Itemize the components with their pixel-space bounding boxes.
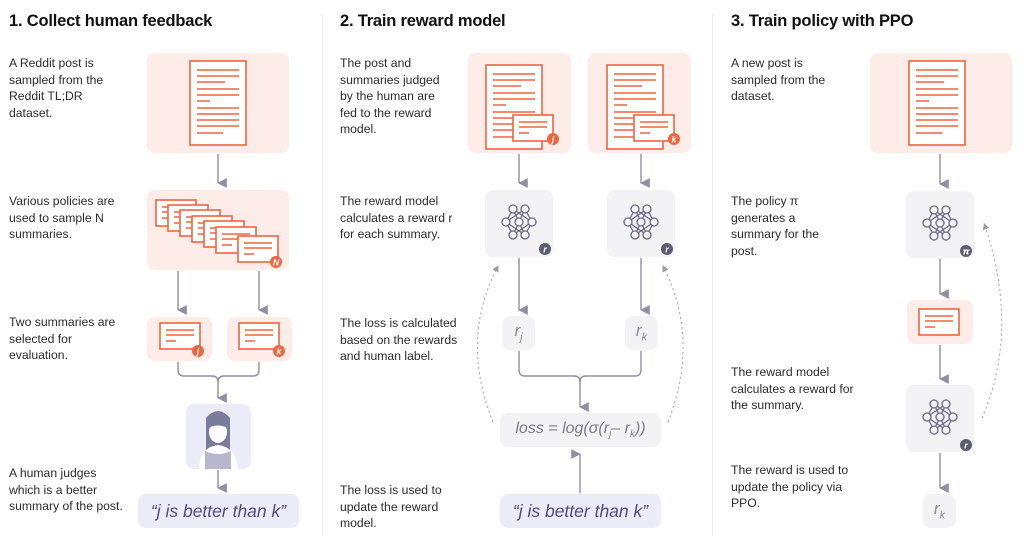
step2-desc-loss: The loss is calculated based on the rewa…: [340, 316, 458, 364]
badge-r: r: [539, 243, 551, 255]
reward-subscript: k: [641, 331, 648, 344]
badge-r: r: [960, 439, 972, 451]
summary-j-card-icon: [159, 322, 201, 350]
svg-text:j: j: [196, 347, 200, 357]
generated-summary-card-icon: [918, 308, 960, 336]
step1-title: 1. Collect human feedback: [9, 12, 213, 30]
step2-judgment-box: [500, 494, 661, 528]
reward-model-neural-net-icon: [501, 204, 537, 240]
step2-desc-calc: The reward model calculates a reward r f…: [340, 194, 453, 242]
svg-text:k: k: [671, 135, 677, 145]
loss-box: [500, 413, 661, 447]
column-divider: [322, 14, 323, 536]
reward-j-box: [502, 316, 535, 350]
step2-title: 2. Train reward model: [340, 12, 506, 30]
reward-symbol: r: [514, 321, 521, 340]
badge-r: r: [661, 243, 673, 255]
column-divider: [712, 14, 713, 536]
new-post-document-icon: [908, 60, 966, 146]
reward-rk-box: [923, 494, 956, 528]
svg-text:r: r: [665, 245, 669, 255]
svg-text:π: π: [962, 248, 970, 258]
reward-model-neural-net-icon: [623, 204, 659, 240]
svg-text:N: N: [273, 258, 280, 268]
svg-text:r: r: [543, 245, 547, 255]
reward-k-box: [625, 316, 658, 350]
reward-k-label: rk: [625, 321, 658, 343]
step2-desc-update: The loss is used to update the reward mo…: [340, 483, 442, 531]
badge-pi: π: [960, 245, 972, 258]
step3-desc-reward: The reward model calculates a reward for…: [731, 365, 854, 413]
reddit-post-document-icon: [189, 60, 247, 146]
step3-title: 3. Train policy with PPO: [731, 12, 914, 30]
badge-k: k: [273, 345, 285, 357]
step1-arrows: [177, 154, 268, 493]
step1-desc-two: Two summaries are selected for evaluatio…: [9, 315, 116, 363]
badge-j: j: [192, 345, 204, 357]
step3-feedback-loop: [981, 222, 1003, 419]
loss-prefix: loss = log(σ(r: [515, 420, 610, 437]
step1-judgment-box: [138, 494, 299, 528]
step2-desc-fed: The post and summaries judged by the hum…: [340, 56, 440, 137]
step1-desc-policies: Various policies are used to sample N su…: [9, 194, 115, 242]
step2-judgment-text: “j is better than k”: [512, 501, 649, 521]
policy-neural-net-icon: [922, 205, 958, 241]
step3-desc-new-post: A new post is sampled from the dataset.: [731, 56, 826, 104]
summary-k-card-icon: [238, 322, 280, 350]
badge-k: k: [668, 133, 680, 145]
svg-text:k: k: [276, 347, 282, 357]
reward-subscript: j: [520, 331, 523, 344]
reward-rk-label: rk: [923, 499, 956, 521]
summary-stack-icon: [155, 199, 279, 263]
badge-n: N: [270, 256, 282, 268]
step1-desc-human: A human judges which is a better summary…: [9, 466, 123, 514]
summary-k-card-icon: [633, 114, 675, 142]
step1-judgment-text: “j is better than k”: [150, 501, 287, 521]
step2-feedback-loop: [476, 265, 684, 423]
loss-mid: – r: [611, 420, 630, 437]
loss-formula: loss = log(σ(rj– rk)): [500, 420, 661, 440]
summary-j-card-icon: [512, 114, 554, 142]
loss-sub-j: j: [609, 429, 612, 441]
loss-suffix: )): [634, 420, 646, 437]
svg-text:r: r: [964, 441, 968, 451]
step1-desc-post: A Reddit post is sampled from the Reddit…: [9, 56, 104, 120]
reward-j-label: rj: [502, 321, 535, 343]
badge-j: j: [547, 133, 559, 145]
reward-model-neural-net-icon: [922, 399, 958, 435]
human-avatar-icon: [199, 411, 238, 469]
svg-text:j: j: [551, 135, 555, 145]
reward-symbol: r: [635, 321, 642, 340]
reward-subscript: k: [939, 509, 946, 522]
step2-arrows: [518, 154, 650, 493]
step3-desc-policy: The policy π generates a summary for the…: [731, 194, 820, 258]
step3-desc-ppo: The reward is used to update the policy …: [731, 463, 849, 511]
reward-symbol: r: [933, 499, 940, 518]
loss-sub-k: k: [629, 429, 635, 441]
